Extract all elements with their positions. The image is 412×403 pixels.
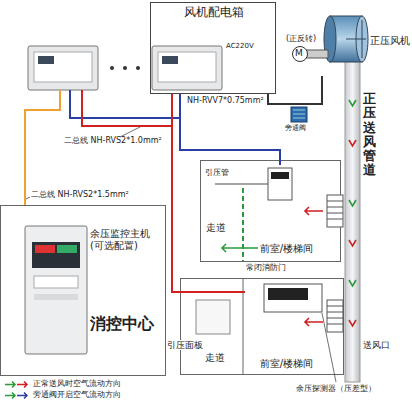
ellipsis-dots xyxy=(110,66,140,70)
bus-wire xyxy=(70,90,180,118)
legend-sample xyxy=(4,391,30,400)
annotation-label: 旁通阀 xyxy=(285,124,306,132)
bus-wire xyxy=(25,90,60,205)
wire-connector xyxy=(172,94,245,292)
air-duct xyxy=(345,60,360,382)
legend-text: 旁通阀开启空气流动方向 xyxy=(33,390,121,400)
annotation-label: 二总线 NH-RVS2*1.0mm² xyxy=(64,136,162,145)
fire-door xyxy=(242,188,244,261)
control-room: 消控中心 余压监控主机 (可选配置) xyxy=(0,205,166,376)
edge-label: NH-RVV7*0.75mm² xyxy=(186,96,265,105)
node-text: 风机配电箱 xyxy=(150,6,278,20)
annotation-label: 二总线 NH-RVS2*1.5mm² xyxy=(31,190,129,199)
bus-wire xyxy=(82,90,172,126)
annotation-label: 余压探测器（压差型） xyxy=(296,384,376,393)
detector-symbol xyxy=(268,168,292,200)
fan-symbol xyxy=(324,16,368,62)
node-text: 正压送风管道 xyxy=(363,92,376,178)
room-region: 前室/楼梯间 xyxy=(245,280,328,373)
pressure-panel xyxy=(196,300,230,334)
controller-symbol xyxy=(28,46,222,90)
annotation-label: 引压管 xyxy=(205,168,229,177)
air-outlet xyxy=(327,195,343,332)
node-text: 正压风机 xyxy=(370,36,410,47)
room-region: 前室/楼梯间 xyxy=(245,165,328,258)
annotation-label: AC220V xyxy=(226,42,254,50)
node-text: 前室/楼梯间 xyxy=(245,243,328,255)
leader-line xyxy=(120,127,140,137)
wire-connector xyxy=(268,76,322,104)
wall-line xyxy=(243,279,244,374)
bypass-valve-symbol xyxy=(291,107,307,122)
detector-symbol xyxy=(264,284,322,312)
annotation-label: 送风口 xyxy=(362,340,391,350)
room-label: 走道 xyxy=(205,352,235,368)
node-text: 前室/楼梯间 xyxy=(245,358,328,370)
legend-sample xyxy=(4,380,30,389)
annotation-label: (正反转) xyxy=(286,34,316,43)
annotation-label: M xyxy=(295,48,303,58)
floor-outline xyxy=(201,161,341,262)
distribution-box: 风机配电箱 xyxy=(150,2,278,94)
room-label: 走道 xyxy=(206,222,236,238)
leader-line xyxy=(322,313,336,382)
node-text: 走道 xyxy=(206,222,226,234)
node-text: 余压监控主机 (可选配置) xyxy=(90,228,156,251)
legend-text: 正常送风时空气流动方向 xyxy=(33,379,121,389)
duct-node: 正压送风管道 xyxy=(363,92,378,182)
monitor-host: 余压监控主机 (可选配置) xyxy=(18,218,160,313)
annotation-label: 引压面板 xyxy=(166,340,204,350)
legend-row: 正常送风时空气流动方向 xyxy=(4,379,121,389)
control-room-outline xyxy=(1,206,166,376)
legend-row: 旁通阀开启空气流动方向 xyxy=(4,390,121,400)
monitor-host-symbol xyxy=(25,226,87,354)
annotation-label: 常闭消防门 xyxy=(246,263,286,272)
motor-symbol xyxy=(293,47,329,62)
leader-line xyxy=(26,197,30,199)
wire-connector xyxy=(180,94,280,165)
node-text: 走道 xyxy=(205,352,225,364)
pressure-pipe xyxy=(215,183,268,185)
node-text: 消控中心 xyxy=(90,315,154,333)
